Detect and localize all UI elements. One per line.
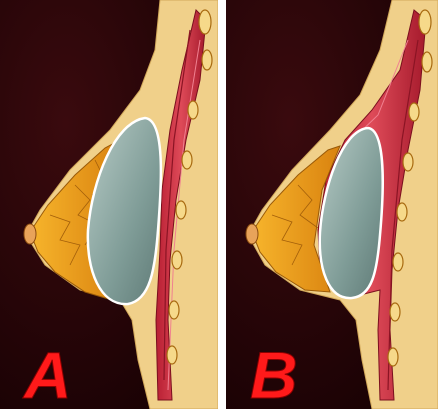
panel-b: B [226, 0, 438, 409]
panel-a-nipple [24, 224, 36, 244]
panel-a: A [0, 0, 218, 409]
panel-divider [218, 0, 226, 409]
panel-b-label: B [250, 338, 298, 409]
panel-a-label: A [22, 338, 72, 409]
panel-b-nipple [246, 224, 258, 244]
